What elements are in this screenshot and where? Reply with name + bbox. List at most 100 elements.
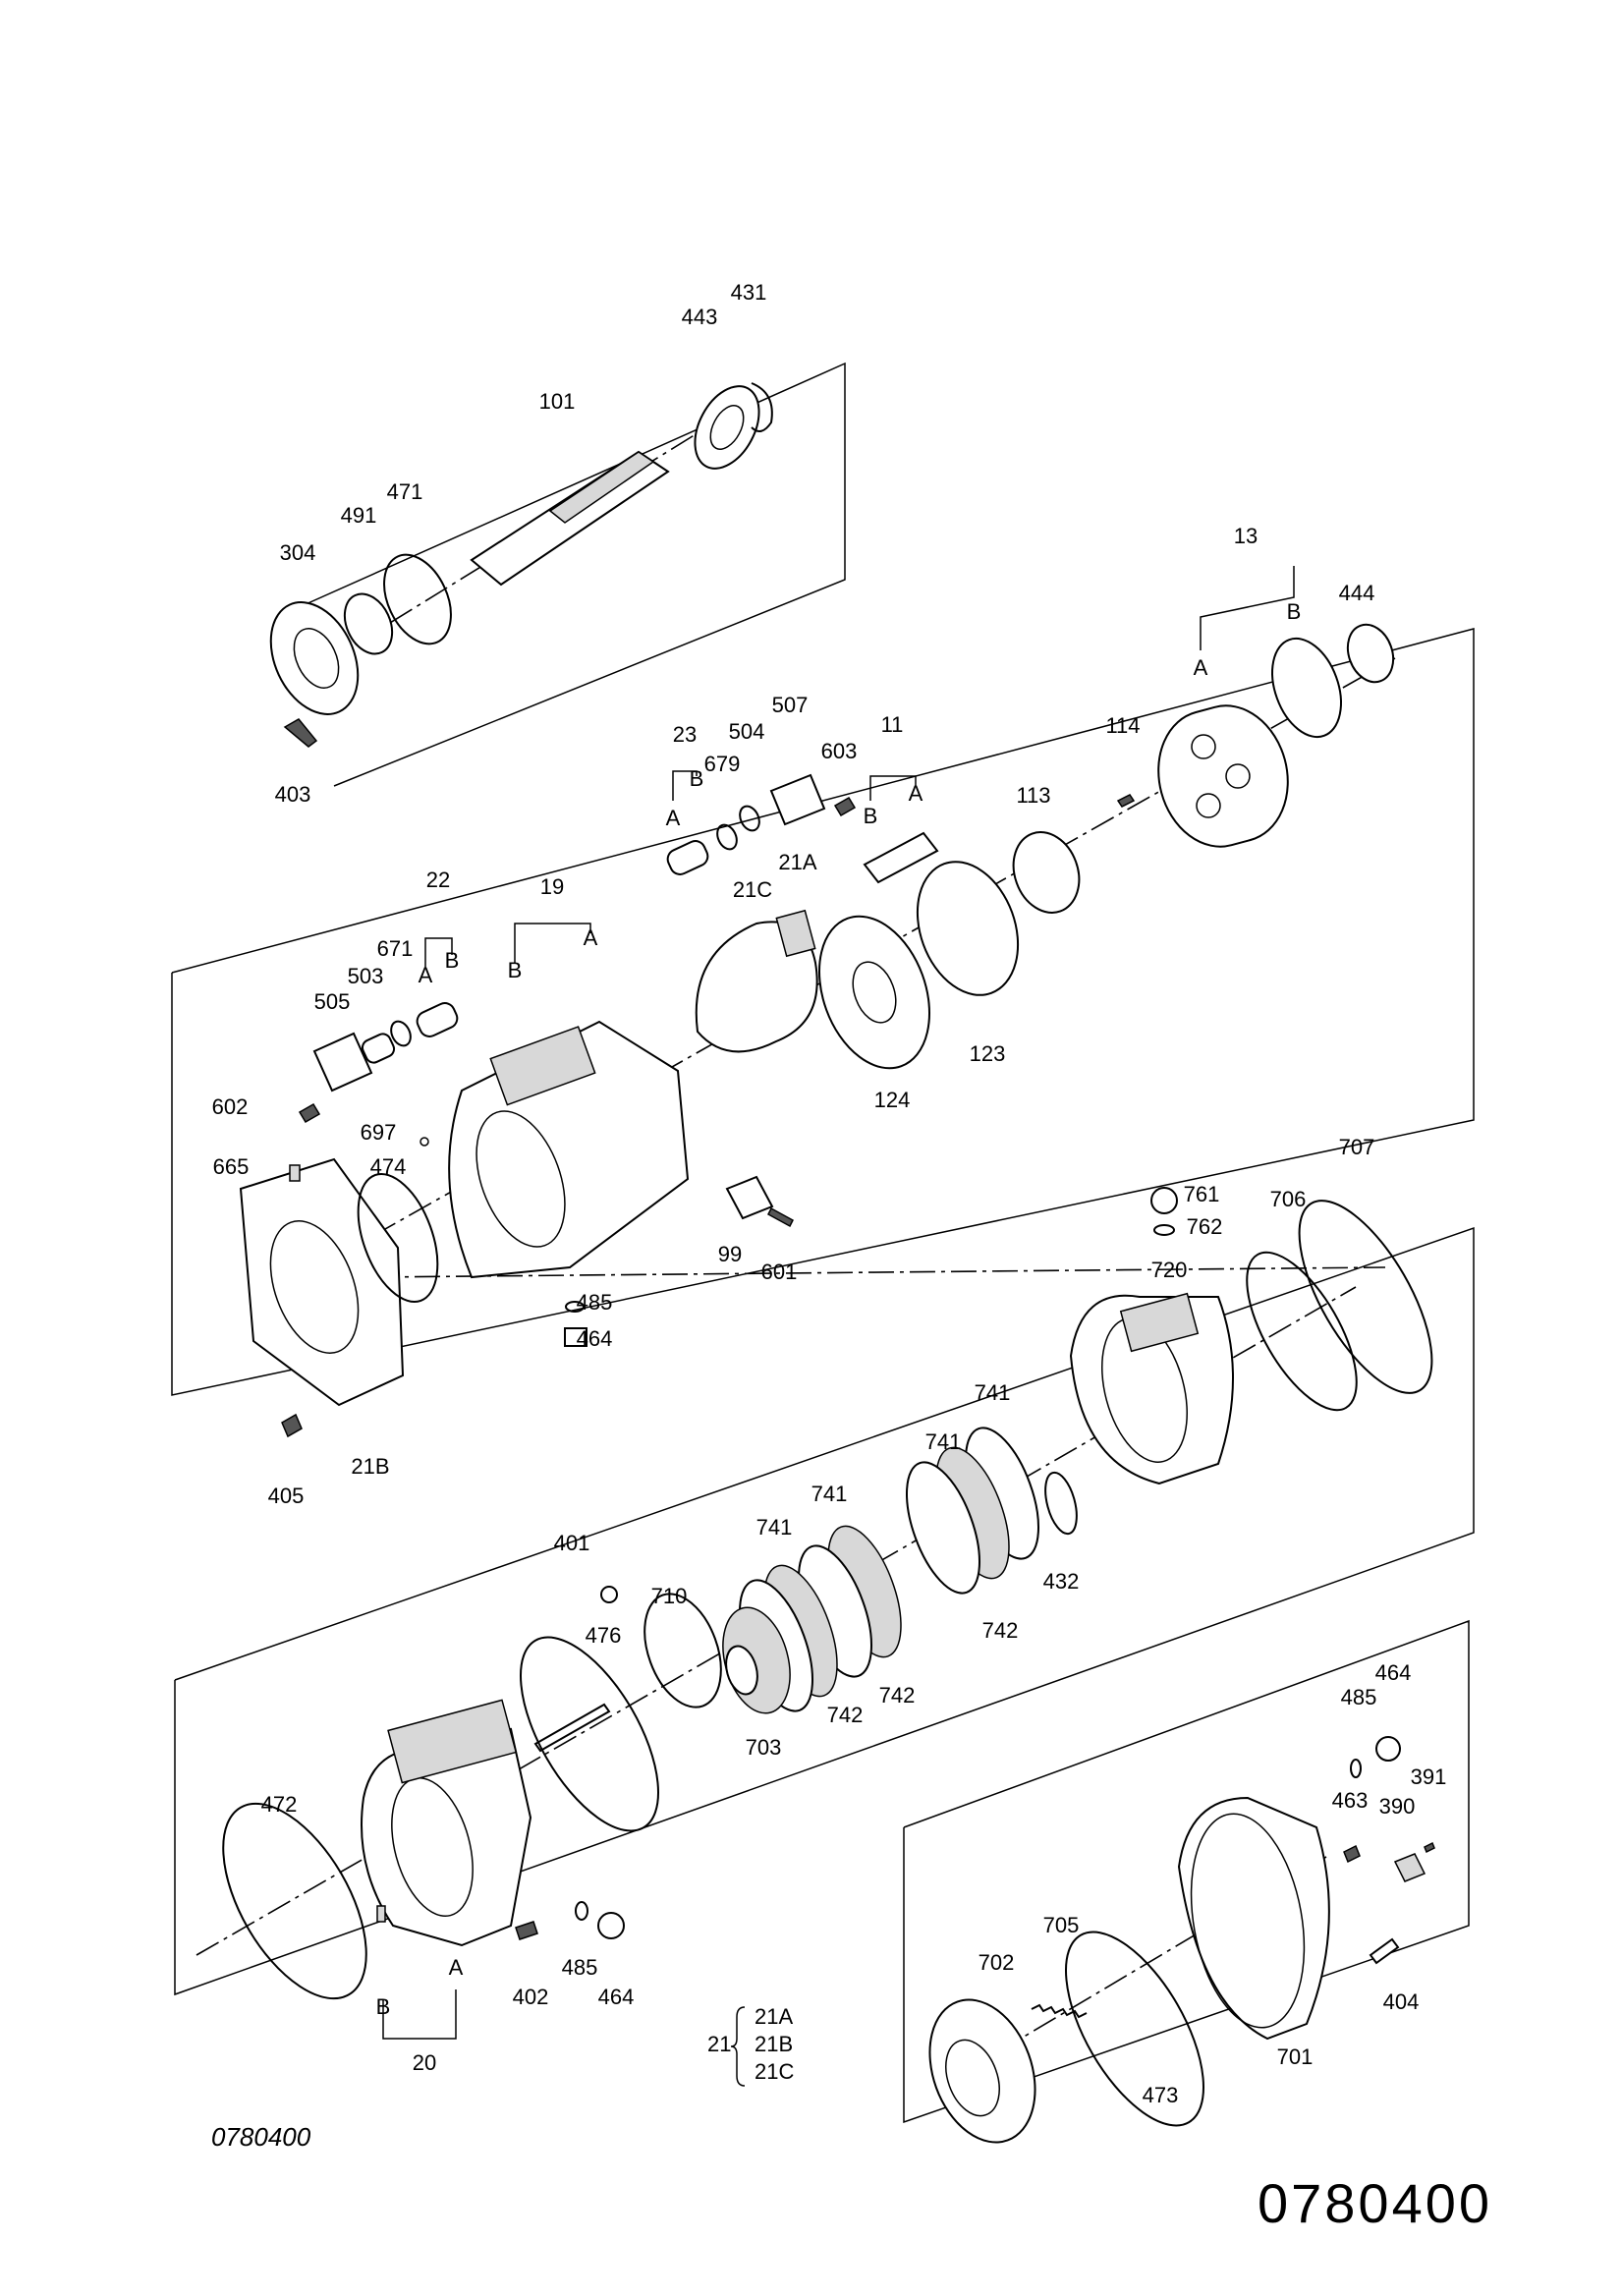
part-label-504: 504: [729, 719, 765, 744]
part-label-402: 402: [513, 1985, 549, 2009]
ring-710: [643, 1593, 722, 1708]
part-label-507: 507: [772, 693, 809, 717]
part-label-21A: 21A: [778, 850, 816, 874]
part-label-123: 123: [970, 1041, 1006, 1066]
casing-19-bore: [475, 1110, 566, 1248]
part-label-21C: 21C: [733, 877, 772, 902]
plug-464b: [1375, 1736, 1401, 1762]
spool-23a: [666, 840, 709, 875]
bracket-23: [672, 770, 698, 801]
part-label-720: 720: [1151, 1258, 1188, 1282]
part-label-742c: 742: [827, 1703, 864, 1727]
cover-group: [928, 1736, 1435, 2144]
part-label-443: 443: [682, 305, 718, 329]
bolt-403: [283, 718, 318, 748]
snap-ring-432: [1044, 1471, 1078, 1536]
part-label-391: 391: [1411, 1764, 1447, 1789]
valve-plate-13b: [1271, 637, 1342, 739]
part-label-762: 762: [1187, 1214, 1223, 1239]
part-label-472: 472: [261, 1792, 298, 1817]
frame-upper-group: [171, 628, 1475, 1396]
bolt-602: [298, 1102, 321, 1124]
reference-number-large: 0780400: [1258, 2172, 1493, 2234]
valve-spools: [298, 773, 857, 1124]
o-ring-671: [390, 1020, 412, 1047]
part-label-404: 404: [1383, 1989, 1420, 2014]
part-label-431: 431: [731, 280, 767, 305]
part-label-706: 706: [1270, 1187, 1307, 1211]
part-label-671: 671: [377, 936, 414, 961]
part-label-485b: 485: [1341, 1685, 1377, 1709]
part-label-21B: 21B: [351, 1454, 389, 1479]
pin-114: [1116, 794, 1136, 808]
frame-cover-group: [903, 1619, 1470, 2124]
part-label-101: 101: [539, 389, 576, 414]
legend-21-item-b: 21B: [755, 2032, 793, 2056]
part-label-13B: B: [1287, 599, 1302, 624]
bolt-404: [1369, 1937, 1400, 1965]
part-label-124: 124: [874, 1088, 911, 1112]
part-label-603: 603: [821, 739, 858, 763]
gear-703-hub: [725, 1645, 758, 1696]
bolt-405: [281, 1413, 303, 1438]
plug-761: [1150, 1187, 1178, 1214]
part-label-473: 473: [1143, 2083, 1179, 2107]
bracket-13: [1200, 566, 1295, 650]
spool-22a: [361, 1033, 396, 1064]
part-label-463: 463: [1332, 1788, 1369, 1813]
o-ring-476: [520, 1636, 659, 1832]
part-label-20A: A: [449, 1955, 464, 1980]
bracket-11: [869, 775, 917, 801]
legend-21-parent: 21: [707, 2032, 731, 2056]
shoe-plate-124: [817, 915, 931, 1070]
part-label-703: 703: [746, 1735, 782, 1760]
part-label-503: 503: [348, 964, 384, 988]
part-label-707: 707: [1339, 1135, 1375, 1159]
part-label-485a: 485: [577, 1290, 613, 1315]
bracket-20: [382, 1989, 457, 2040]
swash-boss-21a: [775, 909, 816, 958]
bearing-443-inner: [709, 405, 745, 450]
part-label-19A: A: [584, 925, 598, 950]
cover-304: [269, 601, 360, 715]
part-label-665: 665: [213, 1154, 250, 1179]
axis-middle: [372, 1266, 1386, 1278]
rotary-group: [695, 623, 1395, 1070]
casing-20: [361, 1727, 532, 1947]
snap-ring-431: [751, 382, 773, 432]
o-ring-485a: [565, 1301, 585, 1313]
group-brackets: [382, 566, 1295, 2040]
plug-665: [289, 1164, 301, 1182]
part-label-471: 471: [387, 479, 423, 504]
shaft-assembly: [269, 382, 773, 748]
part-label-23: 23: [673, 722, 697, 747]
plate-741b: [906, 1461, 980, 1595]
part-label-113: 113: [1016, 783, 1050, 808]
part-label-464c: 464: [598, 1985, 635, 2009]
part-label-742a: 742: [982, 1618, 1019, 1643]
bearing-113: [1012, 831, 1081, 914]
o-ring-471: [383, 553, 452, 645]
spring-705: [1031, 2003, 1088, 2019]
flange-group: [239, 1157, 439, 1438]
cover-507: [769, 773, 826, 826]
spool-22b: [416, 1002, 459, 1037]
part-label-19: 19: [540, 874, 564, 899]
plate-390: [1393, 1853, 1426, 1882]
o-ring-504: [739, 805, 760, 832]
part-label-474: 474: [370, 1154, 407, 1179]
frame-lower-group: [174, 1226, 1475, 1996]
bolt-401-head: [600, 1586, 618, 1603]
bracket-22: [424, 937, 453, 968]
group-frames: [171, 362, 1475, 2124]
part-label-464b: 464: [1375, 1660, 1412, 1685]
part-label-403: 403: [275, 782, 311, 807]
shoe-plate-124-hole: [852, 961, 897, 1024]
part-label-742b: 742: [879, 1683, 916, 1708]
part-label-20B: B: [376, 1994, 391, 2019]
o-ring-485b: [1350, 1759, 1362, 1778]
cylinder-bore-1: [1191, 734, 1216, 759]
o-ring-474: [357, 1172, 439, 1304]
part-label-444: 444: [1339, 581, 1375, 605]
